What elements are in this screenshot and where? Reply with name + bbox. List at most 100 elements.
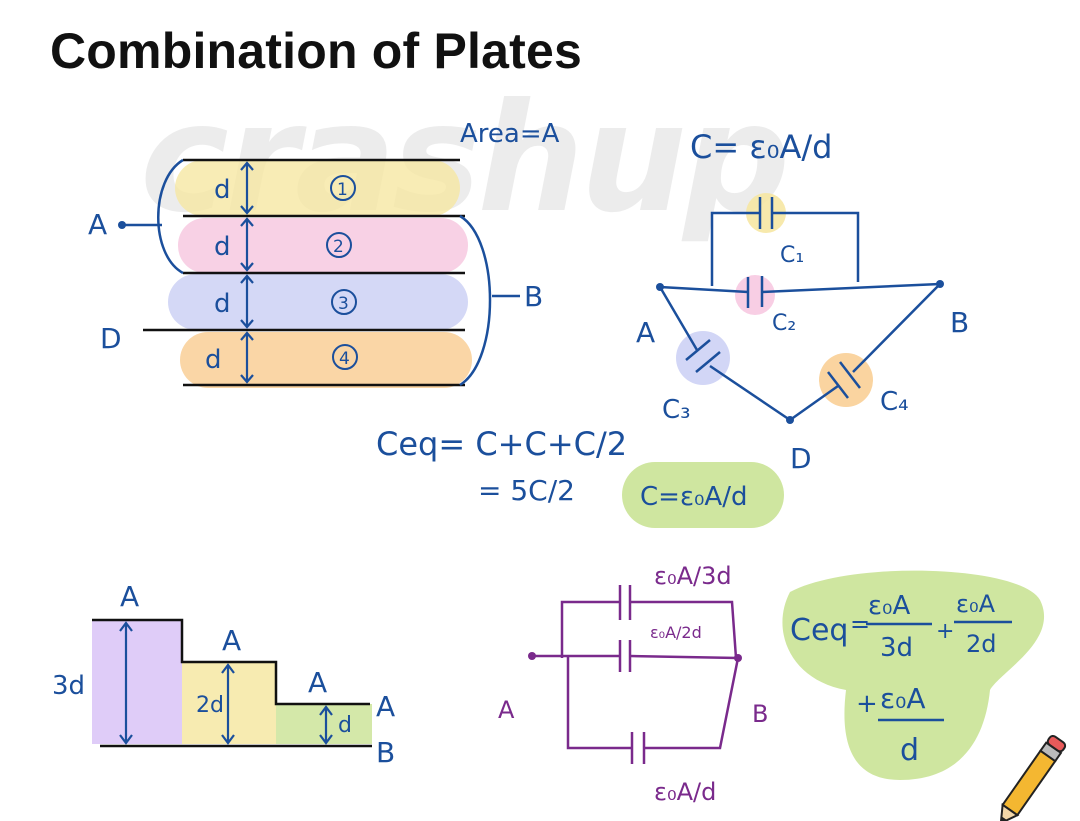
step-height-2d: 2d — [196, 693, 224, 718]
ceq1-boxed: C=ε₀A/d — [640, 482, 747, 512]
wire-c1-loop — [710, 211, 860, 286]
highlight-band-2 — [178, 218, 468, 273]
bridge-formula: C= ε₀A/d — [690, 128, 832, 166]
cap-label-c1: C₁ — [780, 243, 804, 268]
wire-a — [157, 158, 184, 275]
step-highlight-1 — [92, 620, 182, 744]
c3-plate-left — [685, 339, 711, 361]
node-a-label: A — [636, 316, 655, 349]
terminal-a-label: A — [88, 208, 107, 241]
ceq2-num-1: ε₀A — [868, 591, 910, 621]
parallel-node-b-dot — [734, 654, 742, 662]
step-height-d: d — [338, 713, 352, 738]
highlight-band-4 — [180, 332, 472, 388]
cap-label-d: ε₀A/d — [654, 778, 716, 806]
region-label-1: 1 — [337, 180, 348, 200]
gap-arrow-3 — [240, 274, 254, 329]
parallel-left-rail — [560, 600, 738, 659]
region-label-2: 2 — [333, 237, 344, 257]
gap-arrow-4 — [240, 331, 254, 384]
parallel-middle-wire — [532, 654, 739, 660]
plate-labels: Area=A d d d d 1 2 3 4 A B D — [88, 119, 560, 375]
step-right-a: A — [376, 690, 395, 723]
ceq2-num-2: ε₀A — [956, 590, 996, 618]
ceq1-box-highlight — [622, 462, 784, 528]
ceq2-den-2: 2d — [966, 630, 997, 658]
region-circle-2 — [326, 232, 352, 258]
highlight-c3 — [676, 331, 730, 385]
ceq1-line1: Ceq= C+C+C/2 — [376, 425, 627, 463]
region-label-3: 3 — [338, 294, 349, 314]
region-circle-3 — [331, 289, 357, 315]
step-arrow-3d — [119, 621, 133, 745]
gap-label-1: d — [214, 175, 231, 205]
step-height-3d: 3d — [52, 671, 85, 701]
c4-plate-left — [827, 371, 849, 399]
ceq1-line2: = 5C/2 — [478, 474, 575, 507]
step-top-label-3: A — [308, 666, 327, 699]
pencil-icon — [999, 734, 1067, 821]
gap-arrow-2 — [240, 217, 254, 272]
step-right-b: B — [376, 736, 395, 769]
wire-c3 — [658, 286, 791, 422]
cap-label-c4: C₄ — [880, 387, 909, 417]
node-b-dot — [936, 280, 944, 288]
node-d-dot — [786, 416, 794, 424]
step-arrow-2d — [221, 663, 235, 745]
bridge-circuit — [656, 193, 944, 424]
parallel-bottom-wire — [566, 656, 740, 750]
bridge-labels: C= ε₀A/d C₁ C₂ C₃ C₄ A B D — [636, 128, 969, 475]
ceq2-equals: = — [850, 610, 870, 638]
region-label-4: 4 — [339, 349, 350, 369]
highlight-band-3 — [168, 274, 468, 330]
ceq2-lhs: Ceq — [790, 613, 848, 648]
node-a-dot — [656, 283, 664, 291]
parallel-labels: ε₀A/3d ε₀A/2d ε₀A/d A B — [498, 562, 768, 806]
wire-c2 — [659, 282, 941, 294]
parallel-node-b: B — [752, 700, 768, 728]
ceq-result-1: Ceq= C+C+C/2 = 5C/2 C=ε₀A/d — [376, 425, 784, 528]
ceq2-plus-2: + — [856, 689, 878, 719]
gap-label-4: d — [205, 345, 222, 375]
parallel-circuit — [532, 585, 740, 764]
region-circle-4 — [332, 344, 358, 370]
c4-plate-right — [839, 361, 861, 389]
ceq2-den-3: d — [900, 733, 919, 768]
ceq2-den-1: 3d — [880, 633, 913, 663]
cap-label-2d: ε₀A/2d — [650, 623, 702, 642]
ceq-result-2: Ceq = ε₀A 3d + ε₀A 2d + ε₀A d — [782, 570, 1045, 780]
wire-c4 — [789, 283, 941, 422]
step-top-plate — [92, 618, 370, 706]
step-arrow-d — [319, 705, 333, 745]
highlight-c2 — [735, 275, 775, 315]
cap-label-c3: C₃ — [662, 395, 691, 425]
terminal-a-dot — [118, 221, 126, 229]
step-plates — [92, 618, 372, 748]
terminal-b-label: B — [524, 280, 543, 313]
parallel-node-a-dot — [528, 652, 536, 660]
gap-label-3: d — [214, 289, 231, 319]
step-labels: A A A 3d 2d d A B — [52, 580, 395, 769]
wire-b — [459, 214, 492, 387]
ceq2-num-3: ε₀A — [880, 682, 926, 715]
ceq2-plus-1: + — [936, 619, 954, 644]
page-title: Combination of Plates — [50, 23, 583, 79]
parallel-node-a: A — [498, 696, 515, 724]
cap-label-3d: ε₀A/3d — [654, 562, 732, 590]
node-b-label: B — [950, 306, 969, 339]
region-circle-1 — [330, 175, 356, 201]
step-top-label-1: A — [120, 580, 139, 613]
terminal-d-label: D — [100, 322, 122, 355]
gap-arrows — [240, 161, 254, 384]
highlight-c1 — [746, 193, 786, 233]
cap-label-c2: C₂ — [772, 311, 796, 336]
plate-stack — [118, 158, 520, 388]
c3-plate-right — [695, 351, 721, 373]
node-d-label: D — [790, 442, 812, 475]
gap-arrow-1 — [240, 161, 254, 215]
gap-label-2: d — [214, 232, 231, 262]
step-top-label-2: A — [222, 624, 241, 657]
area-label: Area=A — [460, 119, 560, 149]
